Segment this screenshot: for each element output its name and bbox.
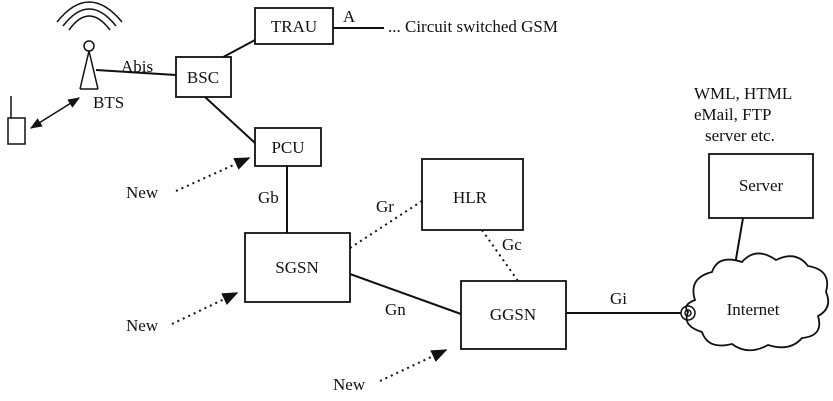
- interface-gr-label: Gr: [376, 197, 394, 216]
- bts-antenna-icon: [56, 1, 123, 90]
- bts-bsc-link: [95, 69, 177, 76]
- interface-gb-label: Gb: [258, 188, 279, 207]
- server-box: [708, 153, 814, 219]
- new-ggsn-label: New: [333, 375, 366, 394]
- ggsn-label: GGSN: [490, 305, 536, 324]
- trau-label: TRAU: [271, 17, 317, 36]
- interface-gn-label: Gn: [385, 300, 406, 319]
- interface-gi-label: Gi: [610, 289, 627, 308]
- server-internet-link: [734, 217, 744, 266]
- new-ggsn-arrow: [379, 349, 448, 382]
- hlr-ggsn-link: [481, 229, 519, 282]
- radio-link-arrow: [29, 97, 81, 129]
- circuit-switched-note: ... Circuit switched GSM: [388, 17, 558, 36]
- mobile-phone-icon: [7, 96, 26, 145]
- new-pcu-arrow: [175, 157, 251, 192]
- bsc-box: [175, 56, 232, 98]
- interface-abis-label: Abis: [121, 57, 153, 76]
- sgsn-hlr-link: [349, 200, 423, 249]
- hlr-box: [421, 158, 524, 231]
- sgsn-label: SGSN: [275, 258, 318, 277]
- bsc-pcu-link: [204, 96, 256, 144]
- ggsn-box: [460, 280, 567, 350]
- new-sgsn-label: New: [126, 316, 159, 335]
- interface-a-label: A: [343, 7, 356, 26]
- server-note-line3: server etc.: [705, 126, 775, 145]
- bts-label: BTS: [93, 93, 124, 112]
- internet-cloud-icon: [685, 252, 830, 352]
- server-label: Server: [739, 176, 784, 195]
- trau-box: [254, 7, 334, 45]
- bsc-label: BSC: [187, 68, 219, 87]
- new-sgsn-arrow: [171, 292, 239, 325]
- gi-connector-icon: [680, 305, 696, 321]
- internet-label: Internet: [727, 300, 780, 319]
- hlr-label: HLR: [453, 188, 488, 207]
- pcu-box: [254, 127, 322, 167]
- server-note-line2: eMail, FTP: [694, 105, 771, 124]
- interface-gc-label: Gc: [502, 235, 522, 254]
- new-pcu-label: New: [126, 183, 159, 202]
- sgsn-ggsn-link: [349, 273, 462, 315]
- pcu-label: PCU: [271, 138, 304, 157]
- server-note-line1: WML, HTML: [694, 84, 792, 103]
- sgsn-box: [244, 232, 351, 303]
